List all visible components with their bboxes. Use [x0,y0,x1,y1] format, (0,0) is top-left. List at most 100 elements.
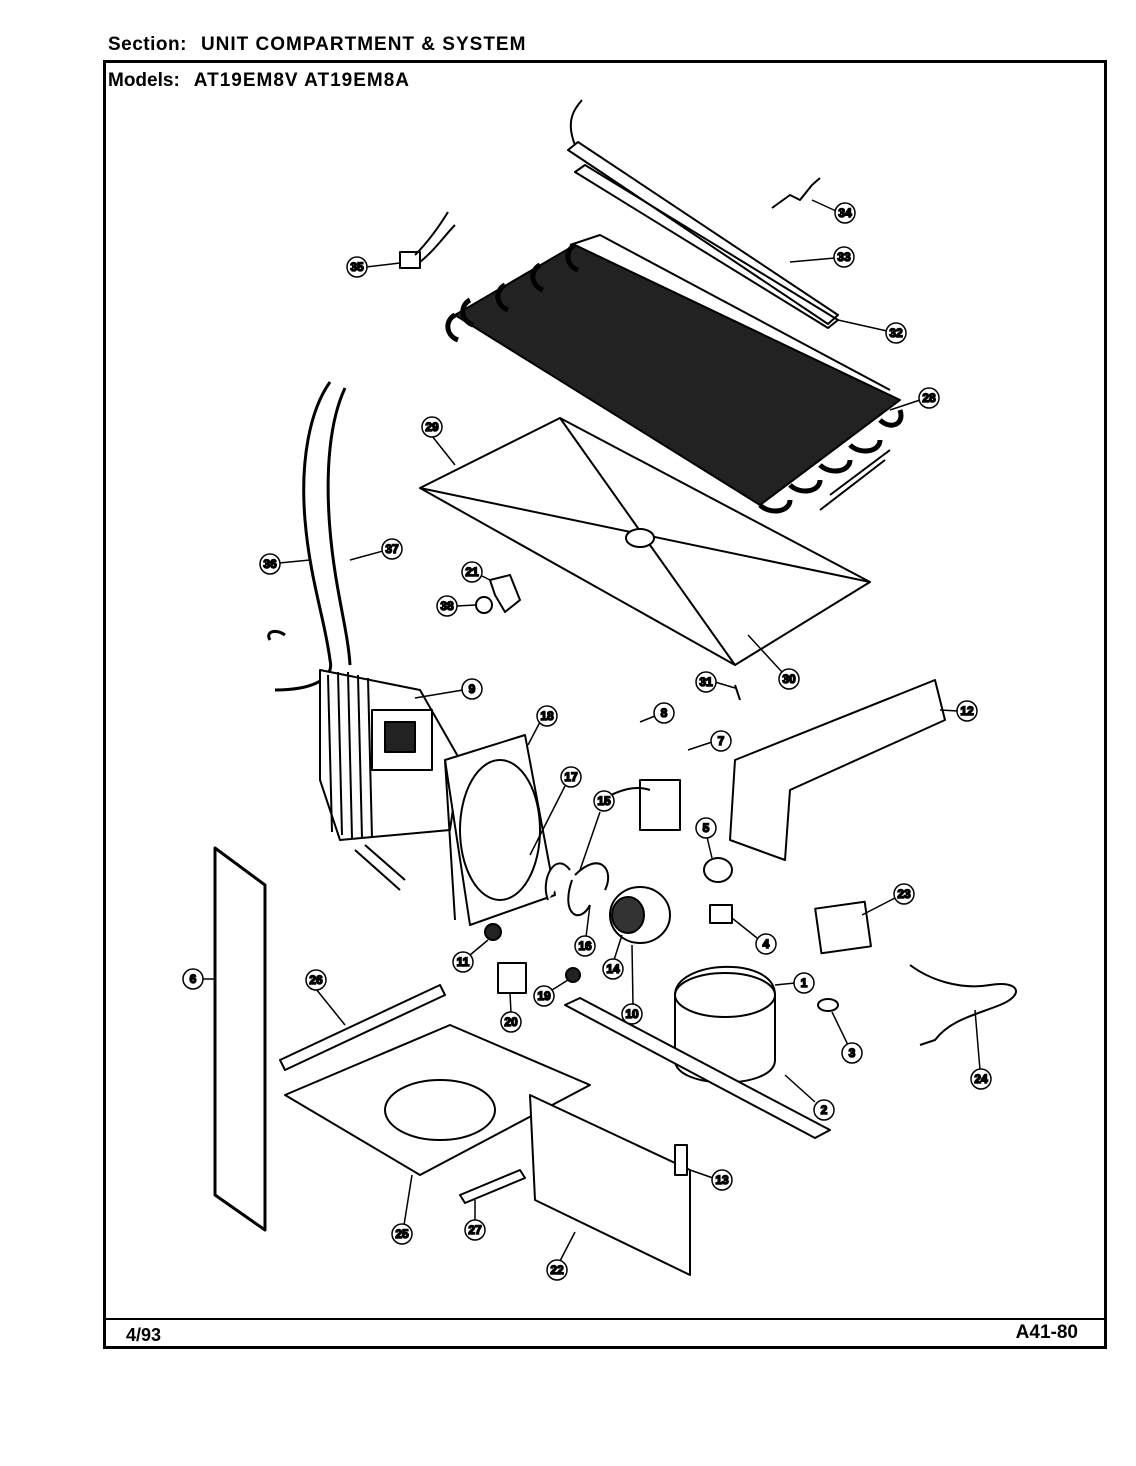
svg-text:2: 2 [821,1103,828,1117]
callout-34: 34 [811,199,856,224]
relay [604,779,681,831]
svg-text:3: 3 [849,1046,856,1060]
base-pan [284,1024,591,1176]
svg-text:13: 13 [715,1173,729,1187]
suction-tubes [267,381,352,692]
callout-29: 29 [421,416,456,466]
svg-text:15: 15 [597,794,611,808]
svg-text:37: 37 [385,542,399,556]
svg-text:8: 8 [661,706,668,720]
callout-19: 19 [533,979,569,1007]
svg-text:7: 7 [718,734,725,748]
svg-text:23: 23 [897,887,911,901]
rear-panel [729,679,946,861]
svg-text:24: 24 [974,1072,988,1086]
power-cord [909,964,1017,1046]
svg-text:1: 1 [801,976,808,990]
callout-5: 5 [695,817,717,859]
footer-divider [106,1318,1104,1320]
fan-blade [544,862,610,917]
compressor-rail [564,997,831,1139]
section-heading: Section: UNIT COMPARTMENT & SYSTEM [108,34,526,56]
svg-text:26: 26 [309,973,323,987]
models-value: AT19EM8V AT19EM8A [193,70,410,91]
callout-17: 17 [529,766,582,856]
callout-3: 3 [831,1011,863,1064]
svg-text:21: 21 [465,565,479,579]
svg-text:16: 16 [578,939,592,953]
callout-14: 14 [602,934,624,980]
callout-13: 13 [689,1169,733,1191]
callout-26: 26 [305,969,346,1026]
bracket-pair [475,574,521,614]
callout-8: 8 [639,702,675,724]
section-label: Section: [108,34,187,55]
callout-22: 22 [546,1231,576,1281]
callout-11: 11 [452,939,489,973]
grommet [817,998,839,1012]
side-rail [459,1169,526,1204]
callout-38: 38 [436,595,477,617]
condenser [319,669,461,891]
clip-part [771,177,821,209]
svg-text:20: 20 [504,1015,518,1029]
condenser-coil [445,234,904,514]
svg-text:27: 27 [468,1223,482,1237]
svg-text:18: 18 [540,709,554,723]
callout-35: 35 [346,256,401,278]
svg-text:36: 36 [263,557,277,571]
part-13 [674,1144,688,1176]
callout-21: 21 [461,561,491,583]
svg-text:5: 5 [703,821,710,835]
callout-30: 30 [747,634,800,690]
svg-text:11: 11 [457,955,470,969]
diagram-code: A41-80 [1015,1322,1078,1343]
callout-23: 23 [861,883,915,916]
callout-32: 32 [837,319,907,344]
svg-text:31: 31 [699,675,713,689]
svg-text:28: 28 [922,391,936,405]
compressor [674,965,776,1084]
svg-text:6: 6 [190,972,197,986]
callout-6: 6 [182,968,215,990]
svg-text:17: 17 [564,770,578,784]
svg-text:25: 25 [395,1227,409,1241]
part-11 [484,923,502,941]
fan-motor [609,886,671,944]
defrost-timer [814,900,872,955]
part-4 [709,904,733,924]
drip-pan [419,417,871,666]
section-value: UNIT COMPARTMENT & SYSTEM [200,34,527,55]
svg-text:29: 29 [425,420,439,434]
svg-text:30: 30 [782,672,796,686]
gasket [213,846,267,1232]
diagram-frame [103,60,1107,1349]
callout-27: 27 [464,1200,486,1241]
svg-text:35: 35 [350,260,364,274]
callout-2: 2 [784,1074,835,1121]
callout-36: 36 [259,553,311,575]
callout-18: 18 [527,705,558,746]
part-19 [565,967,581,983]
callout-7: 7 [687,730,732,752]
callout-12: 12 [939,700,978,722]
base-bracket [279,984,446,1071]
svg-text:9: 9 [469,682,476,696]
callout-1: 1 [774,972,815,994]
callout-25: 25 [391,1174,413,1245]
svg-text:33: 33 [837,250,851,264]
revision-date: 4/93 [126,1325,162,1345]
svg-text:34: 34 [838,206,852,220]
svg-text:22: 22 [550,1263,564,1277]
models-label: Models: [108,70,180,91]
callout-37: 37 [349,538,403,561]
callout-24: 24 [970,1009,992,1090]
callout-20: 20 [500,992,522,1033]
part-31 [734,684,741,701]
callout-16: 16 [574,904,596,957]
callout-9: 9 [414,678,483,700]
fan-shroud [444,734,556,926]
svg-text:32: 32 [889,326,903,340]
svg-text:14: 14 [606,962,620,976]
